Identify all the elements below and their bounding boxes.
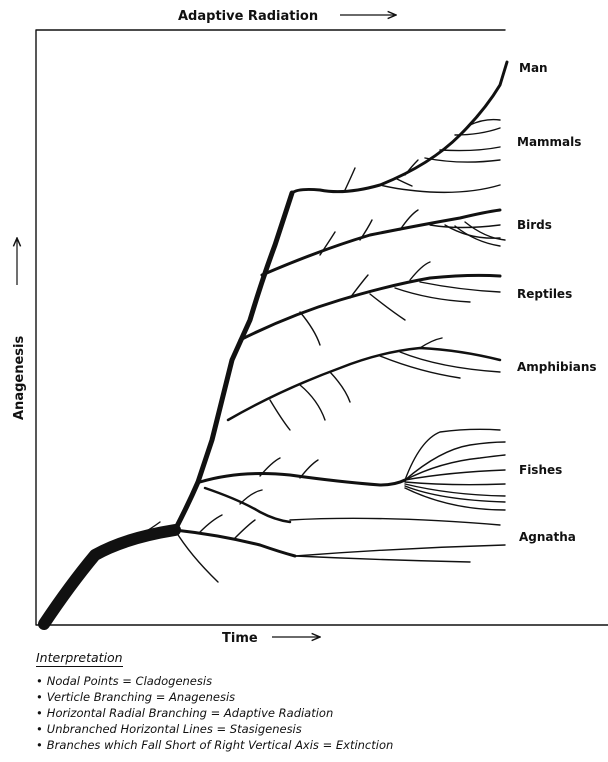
- branch-fishes: [200, 429, 505, 525]
- branch-mammals: [345, 120, 500, 193]
- label-reptiles: Reptiles: [517, 287, 572, 301]
- tree-trunk: [44, 62, 507, 624]
- label-mammals: Mammals: [517, 135, 581, 149]
- branch-reptiles: [240, 262, 500, 345]
- branch-amphibians: [228, 338, 500, 430]
- label-man: Man: [519, 61, 548, 75]
- legend: Interpretation Nodal Points = Cladogenes…: [36, 650, 596, 753]
- left-axis-label: Anagenesis: [12, 336, 27, 420]
- label-fishes: Fishes: [519, 463, 562, 477]
- label-amphibians: Amphibians: [517, 360, 597, 374]
- bottom-axis-label: Time: [222, 631, 258, 646]
- legend-item-stasigenesis: Unbranched Horizontal Lines = Stasigenes…: [36, 721, 596, 737]
- legend-item-cladogenesis: Nodal Points = Cladogenesis: [36, 673, 596, 689]
- legend-item-adaptive-radiation: Horizontal Radial Branching = Adaptive R…: [36, 705, 596, 721]
- label-birds: Birds: [517, 218, 552, 232]
- top-axis-label: Adaptive Radiation: [178, 9, 318, 24]
- branch-agnatha: [140, 515, 505, 582]
- legend-title: Interpretation: [36, 650, 123, 667]
- legend-list: Nodal Points = Cladogenesis Verticle Bra…: [36, 673, 596, 753]
- branch-birds: [262, 210, 505, 275]
- legend-item-extinction: Branches which Fall Short of Right Verti…: [36, 737, 596, 753]
- label-agnatha: Agnatha: [519, 530, 576, 544]
- legend-item-anagenesis: Verticle Branching = Anagenesis: [36, 689, 596, 705]
